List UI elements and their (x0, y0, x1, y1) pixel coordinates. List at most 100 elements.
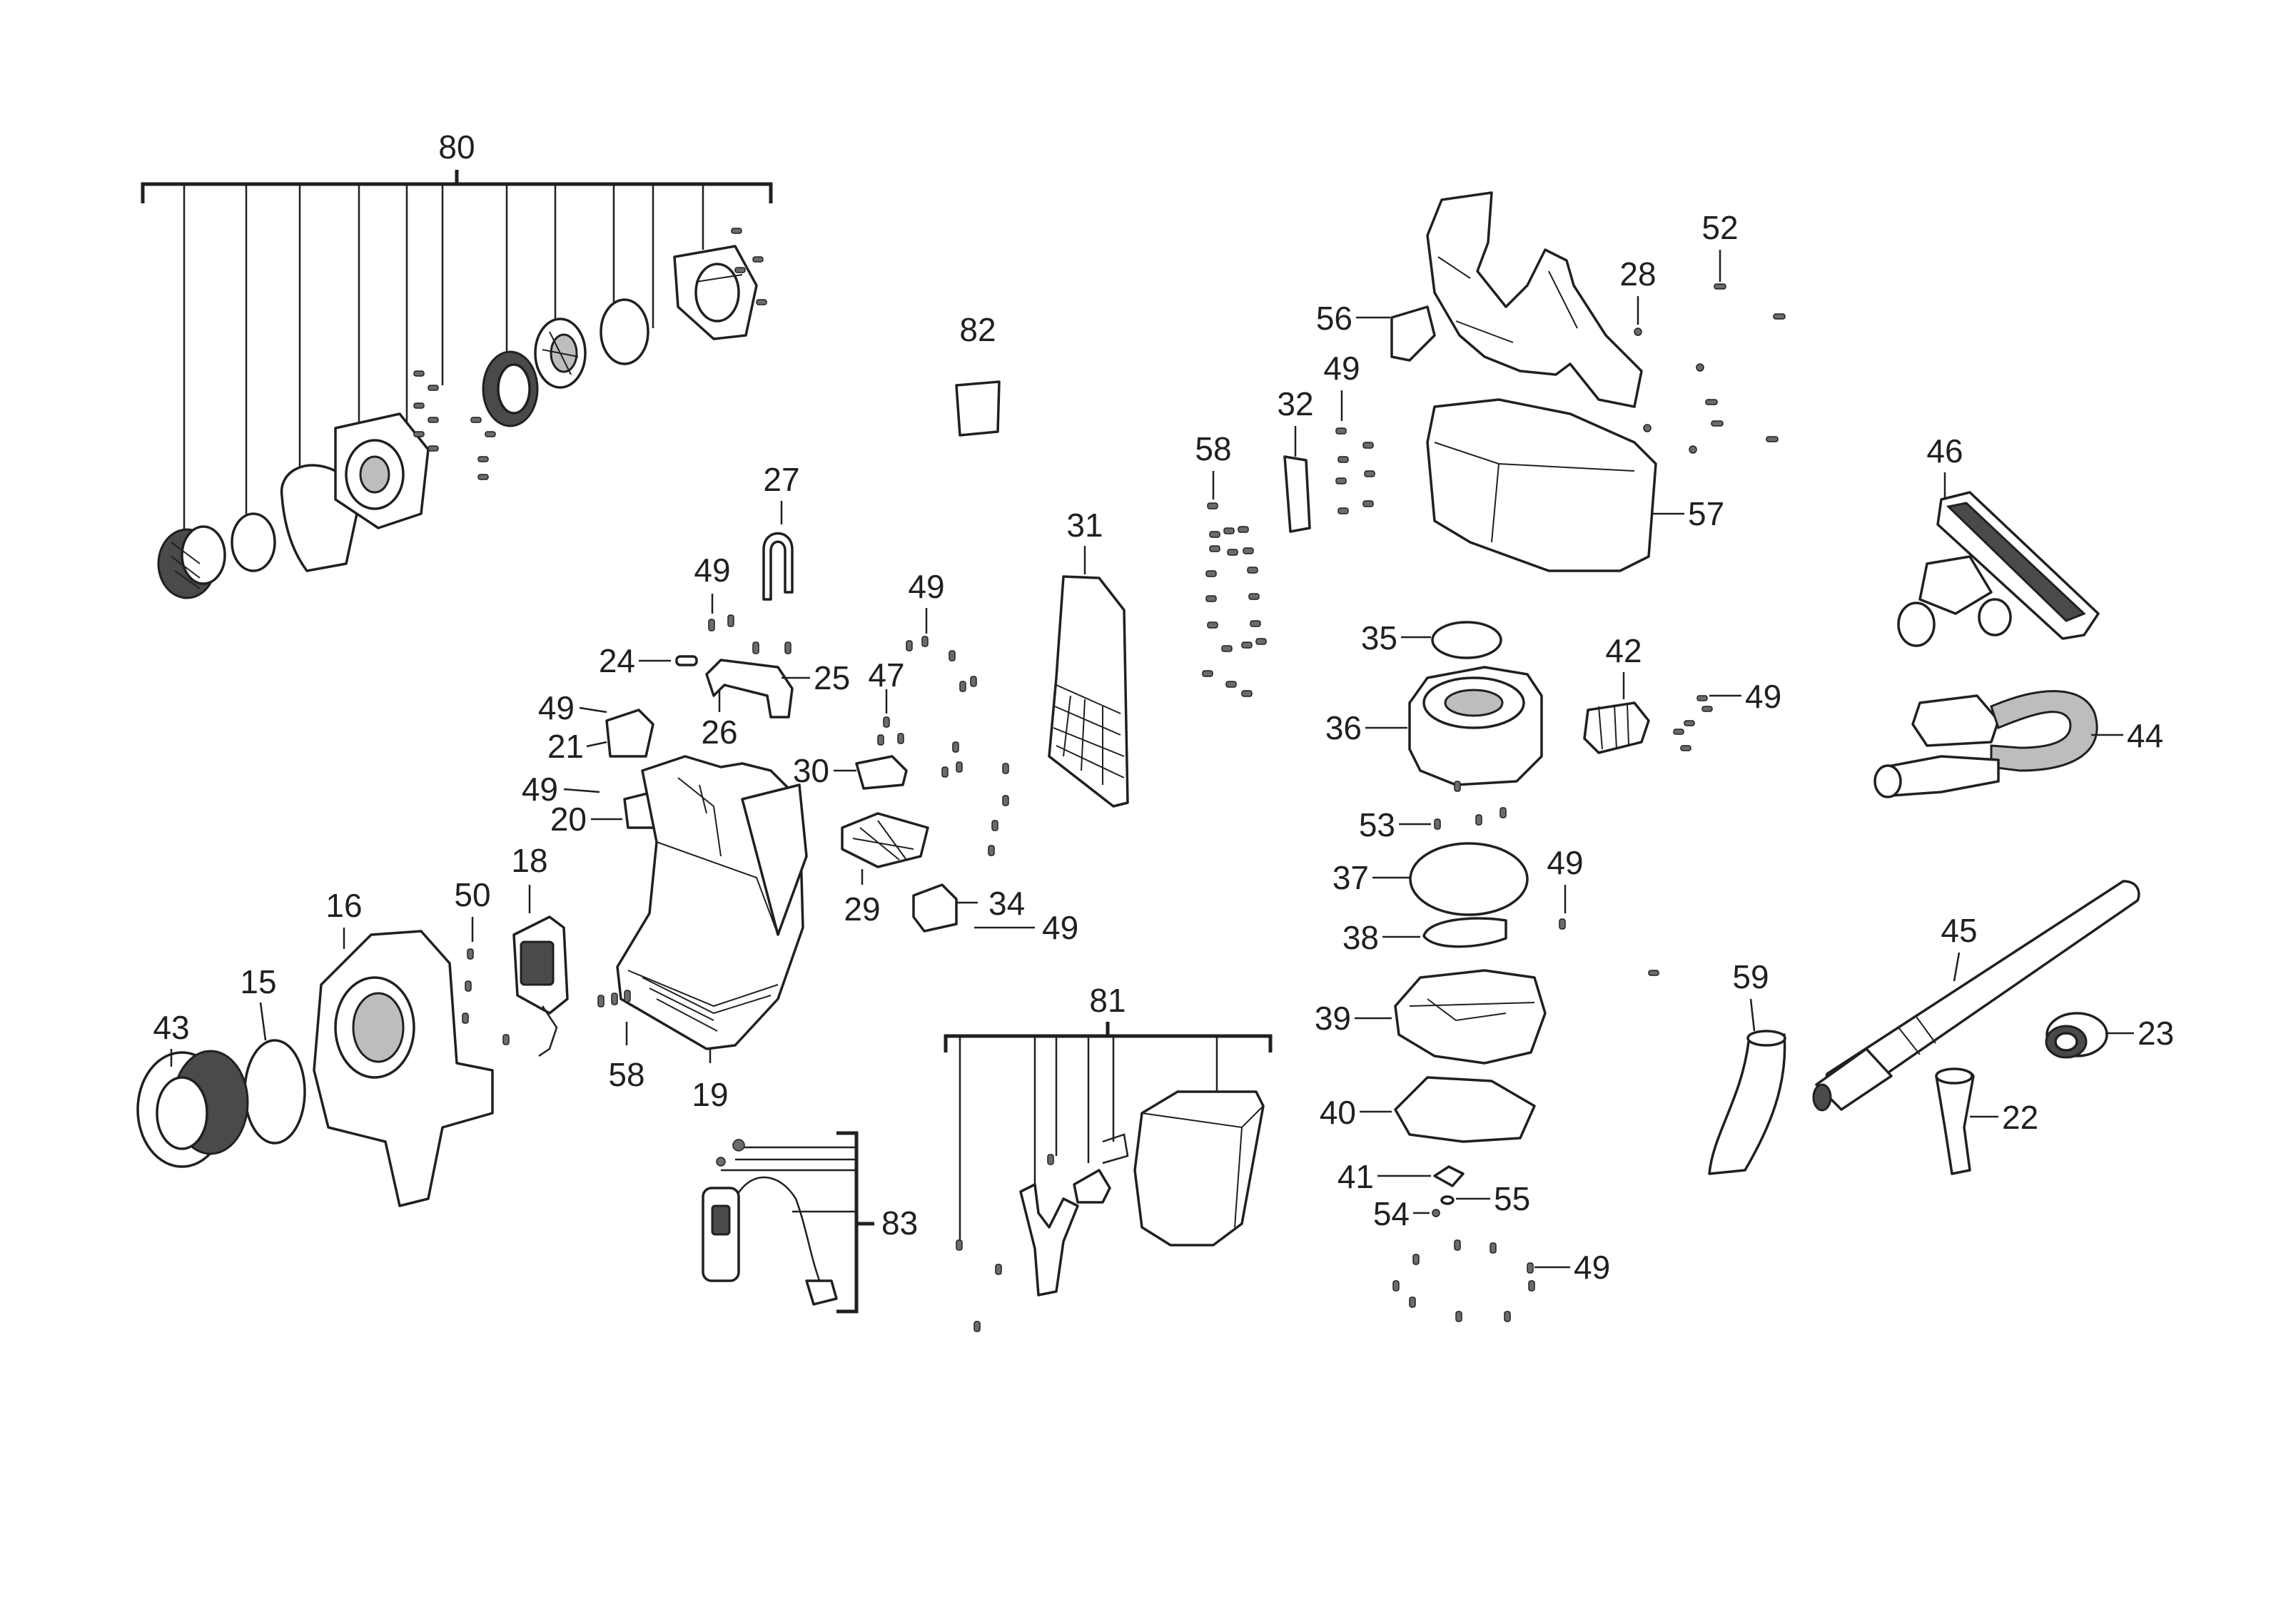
label-41: 41 (1337, 1158, 1374, 1195)
label-54: 54 (1373, 1195, 1410, 1232)
part-23-adapter (2045, 1012, 2108, 1059)
label-35: 35 (1361, 619, 1397, 656)
label-83: 83 (881, 1204, 918, 1242)
label-16: 16 (325, 887, 362, 924)
label-56: 56 (1316, 300, 1352, 337)
label-32: 32 (1277, 385, 1313, 422)
part-44-flex-hose (1873, 690, 2098, 798)
part-29-tray (841, 812, 929, 868)
label-34: 34 (988, 885, 1025, 922)
part-81-switch (1073, 1169, 1111, 1204)
label-50: 50 (454, 876, 490, 913)
label-25: 25 (814, 659, 850, 696)
label-58-a: 58 (608, 1056, 644, 1093)
label-55: 55 (1494, 1180, 1530, 1217)
motor-housing-cover (673, 245, 758, 340)
screws-58-a (597, 990, 631, 1008)
part-27-hook (762, 532, 794, 601)
label-26: 26 (701, 714, 737, 751)
label-45: 45 (1941, 912, 1977, 949)
label-29: 29 (844, 890, 880, 928)
part-36-fan-housing (1408, 666, 1543, 786)
motor-parts-group-80 (157, 228, 767, 599)
label-27: 27 (763, 461, 799, 498)
part-30-bracket (855, 755, 908, 790)
screws-47 (877, 716, 904, 746)
part-19-main-housing (616, 755, 808, 1050)
part-59-elbow (1708, 1030, 1786, 1175)
label-57: 57 (1688, 495, 1724, 532)
screws-49-i (1648, 695, 1713, 976)
label-24: 24 (599, 642, 635, 679)
part-45-extension-wand (1812, 880, 2140, 1112)
assembly-83-bracket (721, 1131, 874, 1314)
part-16-front-housing (313, 930, 494, 1207)
label-36: 36 (1325, 709, 1362, 746)
label-82: 82 (959, 311, 996, 348)
part-34-latch (912, 883, 958, 933)
part-46-floor-nozzle (1897, 491, 2100, 647)
label-44: 44 (2127, 717, 2163, 754)
label-31: 31 (1066, 507, 1103, 544)
screws-49-a (708, 614, 792, 654)
part-18-control-board (512, 915, 569, 1057)
part-39-base-plate (1394, 969, 1547, 1065)
assembly-80-bracket (141, 170, 773, 557)
part-40-filter-pad (1394, 1076, 1536, 1143)
label-58-b: 58 (1195, 430, 1231, 467)
label-19: 19 (692, 1076, 728, 1113)
part-15-o-ring (243, 1039, 306, 1145)
part-35-seal-ring (1431, 621, 1502, 659)
label-30: 30 (793, 752, 829, 789)
screws-49-ring (1392, 1239, 1535, 1322)
label-23: 23 (2138, 1015, 2174, 1052)
part-25-handle (705, 659, 794, 719)
label-38: 38 (1342, 919, 1379, 956)
label-49-a: 49 (694, 552, 730, 589)
label-46: 46 (1926, 432, 1963, 470)
label-49-c: 49 (522, 771, 558, 808)
part-82-label-plate (955, 380, 1001, 437)
label-18: 18 (511, 842, 547, 879)
screws-53 (1434, 781, 1507, 830)
motor-impeller (534, 318, 587, 389)
label-40: 40 (1320, 1094, 1356, 1131)
label-37: 37 (1332, 859, 1369, 896)
part-81-bracket-y (1019, 1183, 1079, 1296)
part-38-flap (1422, 917, 1507, 948)
part-31-grille-panel (1048, 575, 1129, 808)
screws-58-b (1202, 502, 1267, 697)
motor-screws-80 (413, 228, 767, 480)
part-42-connector (1583, 701, 1650, 754)
part-54-washer (1432, 1209, 1440, 1217)
part-43-filter (136, 1050, 249, 1168)
label-43: 43 (153, 1009, 189, 1046)
motor-brush-filter (157, 525, 226, 599)
motor-bearing (482, 350, 539, 427)
part-41-clip (1433, 1165, 1465, 1187)
part-83-wiring-harness (702, 1139, 838, 1306)
label-21: 21 (547, 728, 584, 765)
label-52: 52 (1701, 209, 1738, 246)
part-21-clip (605, 709, 654, 758)
label-49-d: 49 (908, 568, 944, 605)
motor-end-plate (334, 412, 430, 529)
part-56-shoulder-harness (1390, 191, 1643, 408)
label-22: 22 (2002, 1099, 2038, 1136)
part-81-spring-clip (1102, 1133, 1129, 1164)
screws-49-f (1335, 427, 1375, 514)
label-49-h: 49 (1574, 1249, 1610, 1286)
part-22-crevice-tool (1935, 1067, 1975, 1175)
part-32-mounting-plate (1283, 455, 1311, 533)
label-53: 53 (1359, 806, 1395, 843)
label-42: 42 (1605, 632, 1642, 669)
screws-52 (1634, 283, 1786, 454)
label-59: 59 (1732, 958, 1769, 995)
label-49-b: 49 (538, 689, 575, 726)
screws-81 (956, 1154, 1054, 1332)
part-81-dust-bin (1133, 1090, 1265, 1247)
assembly-81-bracket (944, 1022, 1273, 1245)
label-20: 20 (550, 801, 587, 838)
label-49-f: 49 (1323, 350, 1360, 387)
